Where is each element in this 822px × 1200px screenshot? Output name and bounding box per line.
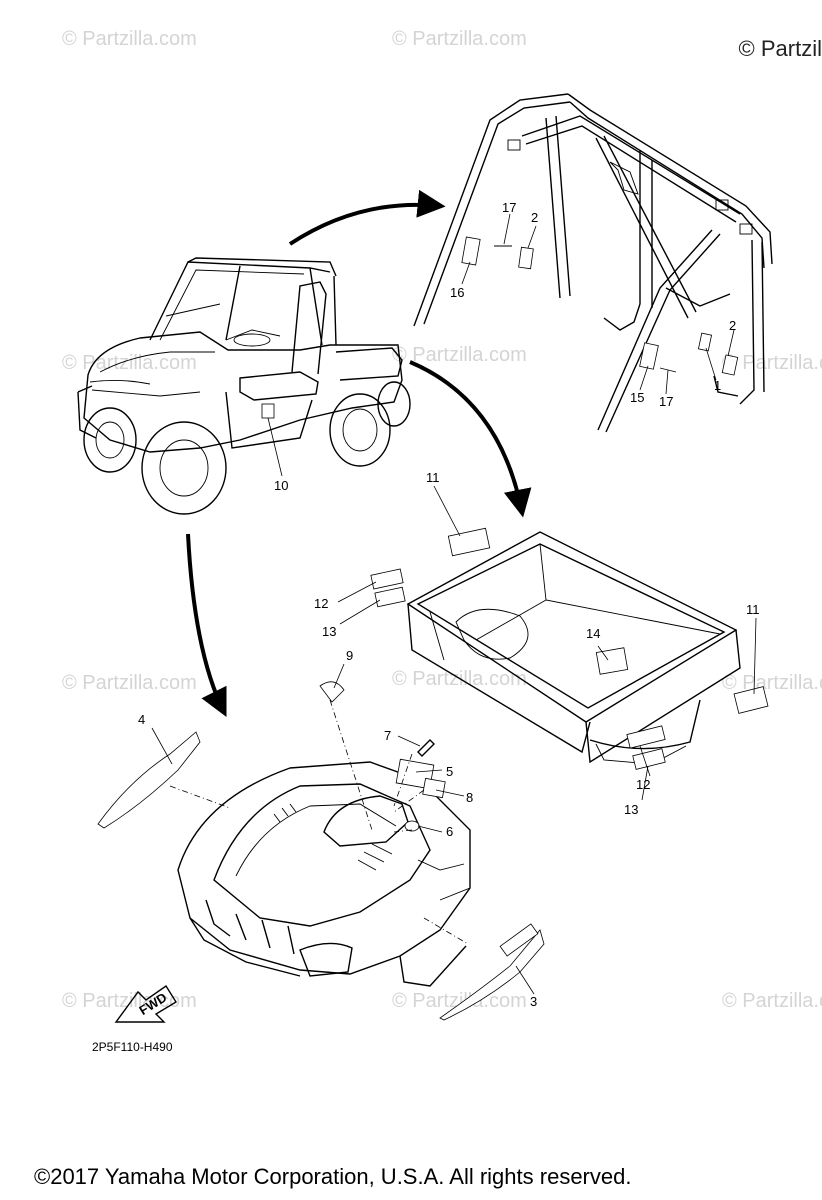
callout-14: 14 [586,626,600,641]
callout-4: 4 [138,712,145,727]
watermark-2: © Partzilla.com [392,28,527,50]
copyright-footer: ©2017 Yamaha Motor Corporation, U.S.A. A… [34,1164,632,1189]
callout-2-upper: 2 [531,210,538,225]
callout-2-lower: 2 [729,318,736,333]
arrow-to-rops [288,189,446,246]
callout-13-right: 13 [624,802,638,817]
watermark-4: © Partzilla.com [392,344,527,366]
callout-5: 5 [446,764,453,779]
diagram-code: 2P5F110-H490 [92,1040,173,1054]
callout-10: 10 [274,478,288,493]
callout-16: 16 [450,285,464,300]
svg-text:FWD: FWD [136,990,169,1018]
utv-overview [77,257,411,515]
watermark-9: © Partzilla.com [62,990,197,1012]
callout-6: 7 [384,728,391,743]
arrow-to-hood [186,533,227,718]
callout-13-left: 13 [322,624,336,639]
hood-decal-left [97,731,201,829]
callout-11-right: 11 [746,602,760,617]
callout-9: 9 [346,648,353,663]
watermark-6: © Partzilla.com [62,672,197,694]
watermark-1: © Partzilla.com [62,28,197,50]
watermark-8: © Partzilla.com [722,672,822,694]
watermark-10: © Partzilla.com [392,990,527,1012]
arrow-to-bed [409,360,532,518]
callout-8: 8 [466,790,473,805]
hood-decal-right [439,929,545,1021]
callout-7: 6 [446,824,453,839]
callout-12-right: 12 [636,777,650,792]
cargo-bed [337,485,769,801]
fwd-arrow-icon: FWD [114,985,177,1023]
callout-11-upper: 11 [426,470,440,485]
callout-17-lower: 17 [659,394,673,409]
corner-copyright-mark: © Partzil [738,36,822,61]
callout-12-left: 12 [314,596,328,611]
callout-3: 3 [530,994,537,1009]
callout-1: 1 [714,378,721,393]
callout-17-upper: 17 [502,200,516,215]
rops-frame [413,93,773,433]
front-hood [97,663,545,1021]
watermark-5: © Partzilla.com [722,352,822,374]
watermark-11: © Partzilla.com [722,990,822,1012]
watermark-3: © Partzilla.com [62,352,197,374]
callout-15: 15 [630,390,644,405]
